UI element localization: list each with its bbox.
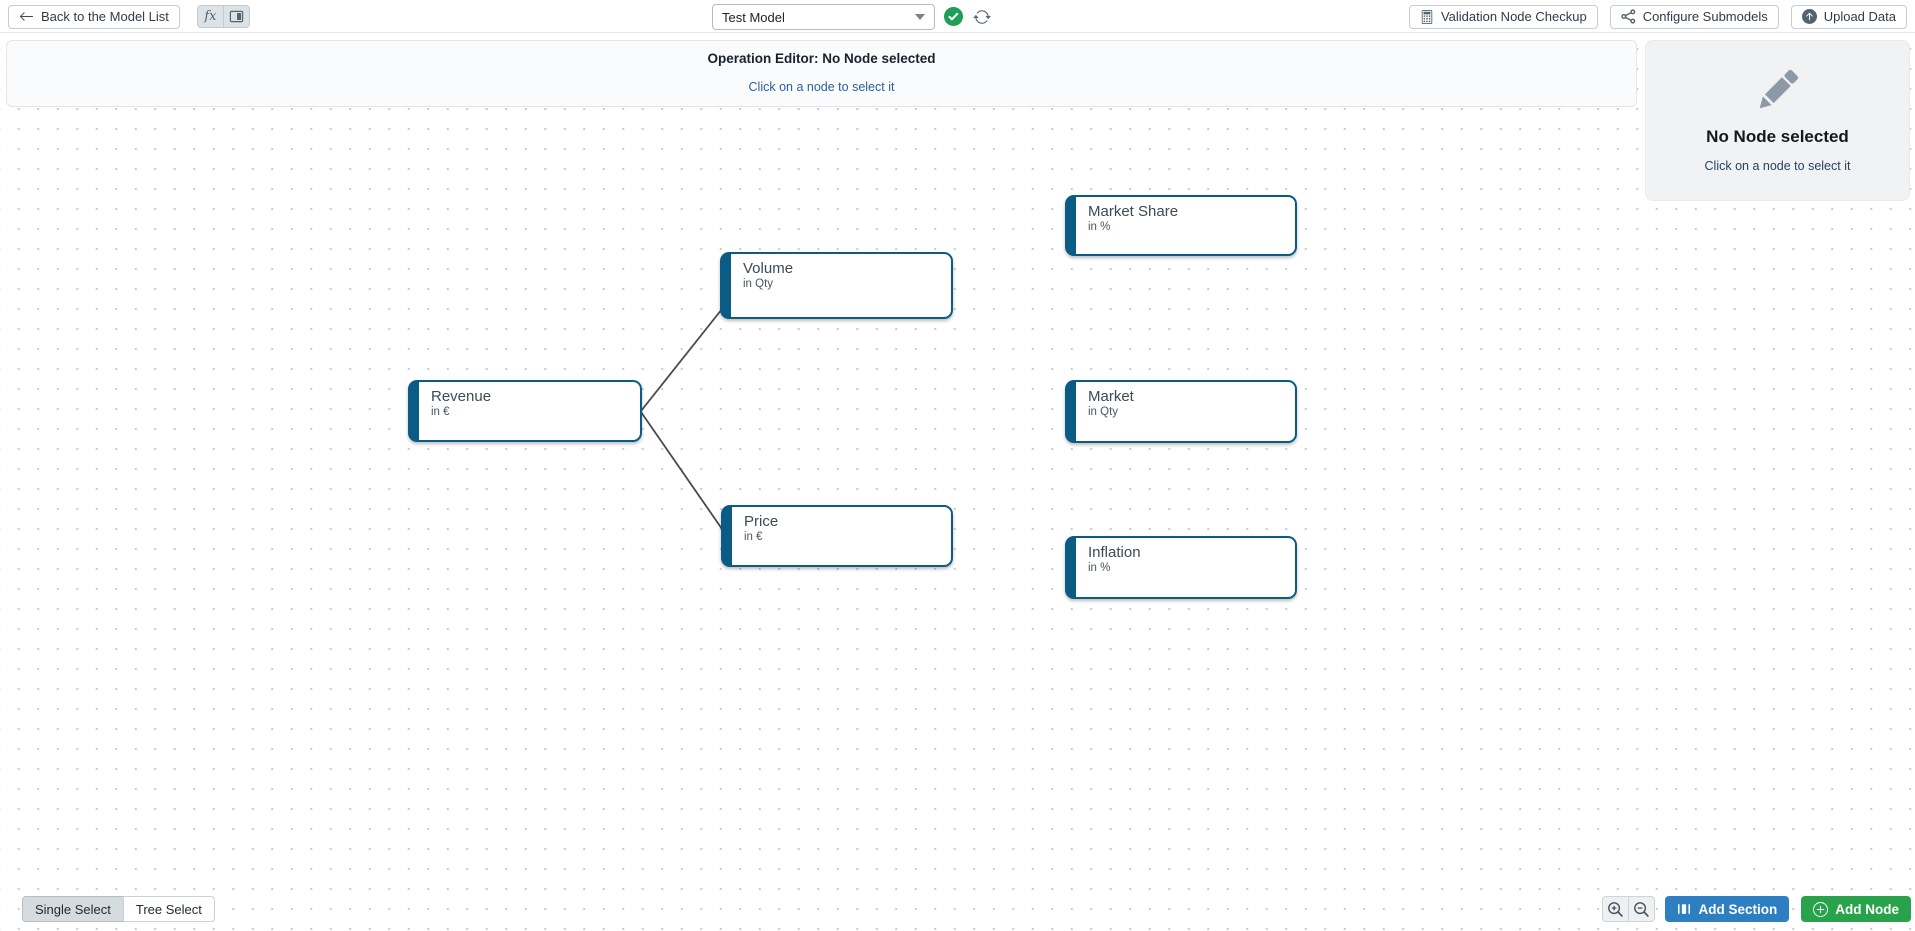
node-unit: in %	[1088, 562, 1111, 574]
back-button-label: Back to the Model List	[41, 9, 169, 24]
toolbar-right-group: Validation Node Checkup Configure Submod…	[1408, 0, 1907, 33]
add-node-label: Add Node	[1835, 901, 1899, 917]
refresh-button[interactable]	[973, 8, 991, 26]
editor-tools-group: fx	[196, 5, 250, 28]
node-unit: in €	[431, 406, 450, 418]
upload-circle-icon	[1801, 9, 1817, 24]
operation-editor-panel: Operation Editor: No Node selected Click…	[6, 40, 1637, 107]
zoom-in-icon	[1607, 901, 1624, 918]
node-title: Market	[1088, 388, 1134, 405]
single-select-label: Single Select	[35, 901, 111, 917]
pencil-icon	[1646, 61, 1909, 119]
node-unit: in %	[1088, 221, 1111, 233]
single-select-tab[interactable]: Single Select	[22, 896, 124, 922]
submodels-fork-icon	[1621, 9, 1636, 24]
zoom-out-button[interactable]	[1628, 896, 1656, 922]
inspector-title: No Node selected	[1706, 127, 1849, 146]
node-unit: in Qty	[743, 278, 774, 290]
back-button[interactable]: Back to the Model List	[8, 4, 180, 29]
upload-button-label: Upload Data	[1823, 9, 1896, 24]
operation-editor-subtitle: Click on a node to select it	[748, 80, 895, 94]
node-title: Revenue	[431, 388, 492, 405]
node-unit: in Qty	[1088, 406, 1119, 418]
node-unit: in €	[744, 531, 763, 543]
tree-select-tab[interactable]: Tree Select	[122, 896, 215, 922]
refresh-icon	[973, 8, 991, 26]
validation-node-checkup-button[interactable]: Validation Node Checkup	[1408, 4, 1598, 29]
operation-editor-title: Operation Editor: No Node selected	[707, 51, 936, 66]
validation-button-label: Validation Node Checkup	[1440, 9, 1587, 24]
side-panel-button[interactable]	[222, 5, 250, 28]
fx-icon: fx	[204, 9, 217, 24]
calculator-icon	[1420, 9, 1434, 24]
toolbar-left-group: Back to the Model List fx	[8, 0, 250, 33]
zoom-controls	[1602, 896, 1656, 922]
plus-circle-icon	[1813, 901, 1829, 917]
configure-submodels-button[interactable]: Configure Submodels	[1609, 4, 1779, 29]
add-node-button[interactable]: Add Node	[1801, 896, 1911, 922]
zoom-in-button[interactable]	[1602, 896, 1630, 922]
tree-select-label: Tree Select	[135, 901, 202, 917]
node-title: Market Share	[1088, 203, 1179, 220]
inspector-subtitle: Click on a node to select it	[1704, 159, 1851, 173]
model-select[interactable]: Test Model	[712, 4, 935, 30]
add-section-button[interactable]: Add Section	[1665, 896, 1790, 922]
formula-button[interactable]: fx	[196, 5, 224, 28]
canvas-actions-group: Add Section Add Node	[1602, 896, 1911, 922]
model-status-group	[944, 0, 991, 33]
select-mode-group: Single Select Tree Select	[22, 896, 215, 922]
upload-data-button[interactable]: Upload Data	[1790, 4, 1907, 29]
top-toolbar: Back to the Model List fx Test Model	[0, 0, 1915, 33]
node-inspector-panel: No Node selected Click on a node to sele…	[1645, 40, 1910, 201]
chevron-down-icon	[915, 14, 925, 20]
check-circle-icon	[944, 7, 963, 26]
zoom-out-icon	[1633, 901, 1650, 918]
left-arrow-icon	[19, 9, 34, 24]
configure-button-label: Configure Submodels	[1642, 9, 1768, 24]
model-select-value: Test Model	[722, 9, 785, 25]
model-canvas[interactable]	[0, 33, 1915, 931]
node-title: Price	[744, 513, 779, 530]
node-title: Volume	[743, 260, 794, 277]
node-title: Inflation	[1088, 544, 1141, 561]
section-bars-icon	[1677, 902, 1691, 916]
side-panel-icon	[229, 9, 244, 24]
add-section-label: Add Section	[1698, 901, 1778, 917]
